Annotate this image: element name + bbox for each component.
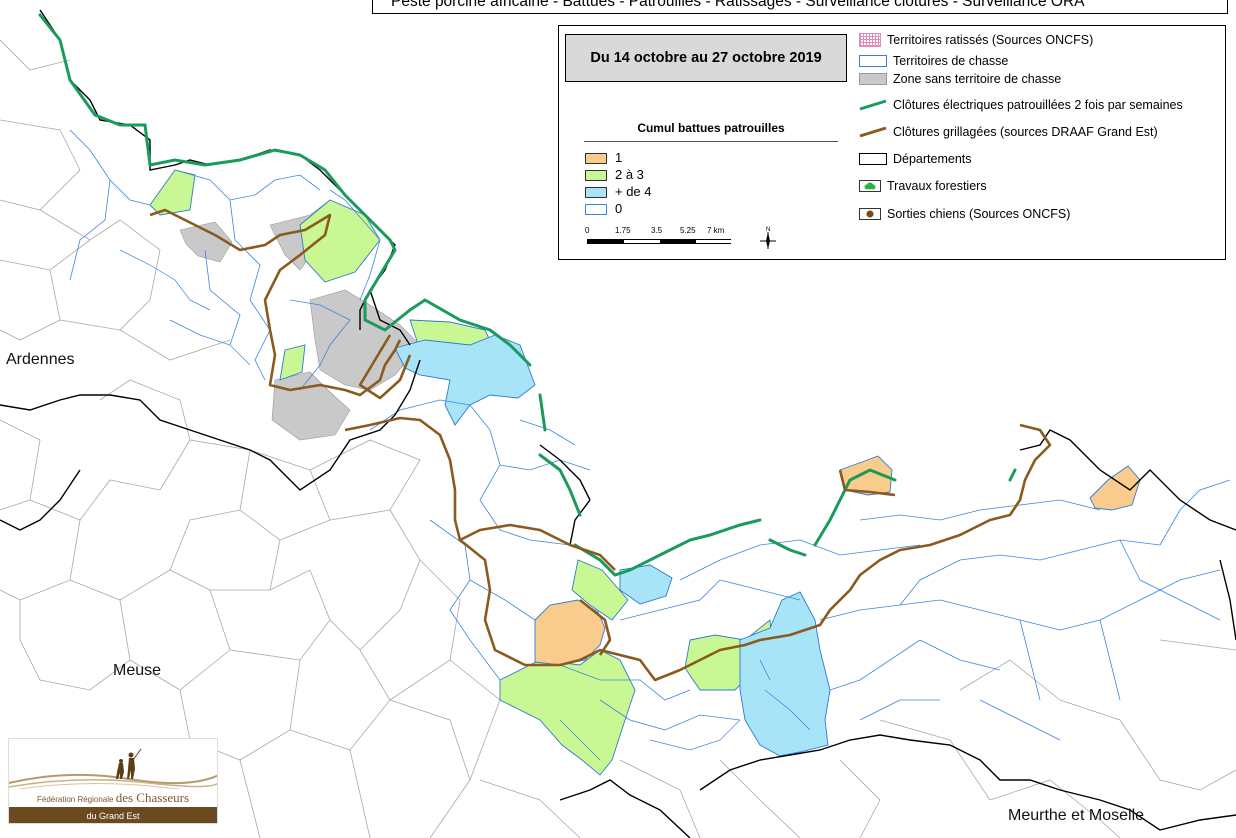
- legend-panel: Du 14 octobre au 27 octobre 2019 Cumul b…: [558, 25, 1226, 260]
- legend-label: Départements: [893, 152, 972, 166]
- legend-label: Territoires ratissés (Sources ONCFS): [887, 33, 1094, 47]
- scale-bar-graphic: [587, 239, 732, 244]
- legend-travaux-forestiers: Travaux forestiers: [859, 178, 987, 194]
- date-range-box: Du 14 octobre au 27 octobre 2019: [565, 34, 847, 82]
- federation-logo: Fédération Régionale des Chasseurs du Gr…: [8, 738, 218, 824]
- logo-band: du Grand Est: [9, 807, 217, 823]
- logo-text-small: Fédération Régionale: [36, 795, 114, 804]
- cumul-class-label: + de 4: [615, 184, 652, 199]
- logo-text-big: des Chasseurs: [115, 790, 190, 805]
- territoires-chasse-boundaries: [69, 129, 1231, 741]
- legend-territoires-chasse: Territoires de chasse: [859, 53, 1008, 69]
- scale-bar: 0 1.75 3.5 5.25 7 km: [585, 226, 735, 250]
- legend-label: Travaux forestiers: [887, 179, 987, 193]
- dot-icon: [859, 208, 881, 220]
- zones-1: [534, 455, 1141, 666]
- cumul-class-0: 0: [585, 201, 622, 217]
- swatch-2-a-3: [585, 169, 607, 181]
- scale-label: 0: [585, 226, 590, 235]
- map-title-strip: Peste porcine africaine - Battues - Patr…: [372, 0, 1228, 14]
- fill-icon: [859, 73, 887, 85]
- legend-label: Clôtures électriques patrouillées 2 fois…: [893, 98, 1183, 112]
- line-icon: [859, 99, 887, 111]
- legend-clotures-grillagees: Clôtures grillagées (sources DRAAF Grand…: [859, 124, 1158, 140]
- swatch-plus-de-4: [585, 186, 607, 198]
- legend-sorties-chiens: Sorties chiens (Sources ONCFS): [859, 206, 1070, 222]
- zones-2-a-3: [149, 169, 773, 776]
- cumul-class-2-a-3: 2 à 3: [585, 167, 644, 183]
- box-icon: [859, 153, 887, 165]
- scale-label: 1.75: [615, 226, 631, 235]
- legend-label: Sorties chiens (Sources ONCFS): [887, 207, 1071, 221]
- zones-plus-de-4: [394, 334, 831, 757]
- clotures-grillagees: [149, 208, 1052, 682]
- legend-territoires-ratisses: Territoires ratissés (Sources ONCFS): [859, 32, 1093, 48]
- legend-label: Territoires de chasse: [893, 54, 1009, 68]
- blue-commune-lines: [119, 249, 741, 761]
- legend-label: Clôtures grillagées (sources DRAAF Grand…: [893, 125, 1158, 139]
- legend-clotures-electriques: Clôtures électriques patrouillées 2 fois…: [859, 97, 1183, 113]
- legend-label: Zone sans territoire de chasse: [893, 72, 1062, 86]
- line-icon: [859, 126, 887, 138]
- cumul-class-label: 1: [615, 150, 623, 165]
- label-meurthe-et-moselle: Meurthe et Moselle: [1008, 807, 1145, 824]
- legend-departements: Départements: [859, 151, 972, 167]
- north-arrow-icon: N: [760, 227, 776, 249]
- hunters-silhouette-icon: [9, 748, 217, 789]
- cumul-class-label: 0: [615, 201, 623, 216]
- label-meuse: Meuse: [113, 662, 162, 679]
- logo-text: Fédération Régionale des Chasseurs: [9, 790, 217, 806]
- cumul-class-label: 2 à 3: [615, 167, 644, 182]
- cumul-legend-divider: [584, 141, 838, 142]
- hatch-icon: [859, 33, 881, 47]
- scale-label: 7 km: [707, 226, 725, 235]
- scale-label: 3.5: [651, 226, 663, 235]
- swatch-1: [585, 152, 607, 164]
- tree-icon: [859, 180, 881, 192]
- box-icon: [859, 55, 887, 67]
- cumul-legend-title: Cumul battues patrouilles: [637, 121, 785, 135]
- swatch-0: [585, 203, 607, 215]
- cumul-class-plus-de-4: + de 4: [585, 184, 652, 200]
- cumul-class-1: 1: [585, 150, 622, 166]
- label-ardennes: Ardennes: [6, 351, 75, 368]
- svg-text:N: N: [766, 227, 770, 233]
- scale-label: 5.25: [680, 226, 696, 235]
- legend-zone-sans-territoire: Zone sans territoire de chasse: [859, 71, 1061, 87]
